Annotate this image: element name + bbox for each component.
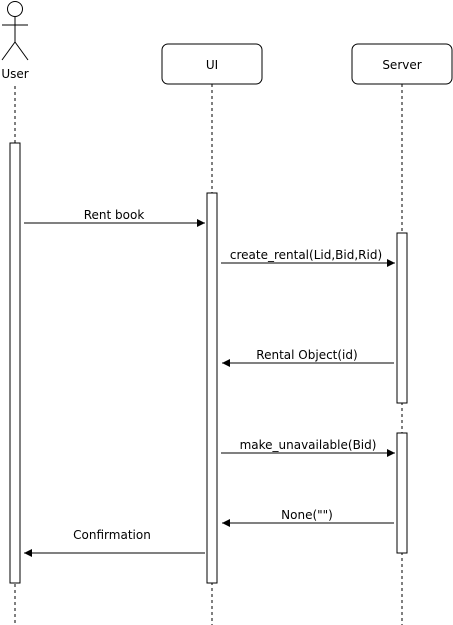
message-label-rent-book: Rent book (84, 208, 145, 222)
server-activation-bar-2 (396, 432, 408, 554)
user-actor-label: User (1, 67, 28, 81)
user-actor (1, 1, 29, 61)
message-label-rental-object: Rental Object(id) (256, 348, 357, 362)
actor-left-leg-icon (1, 41, 16, 61)
server-participant-box (351, 43, 453, 85)
actor-right-leg-icon (14, 41, 29, 61)
server-participant-label: Server (382, 58, 421, 72)
message-label-none: None("") (281, 508, 333, 522)
ui-activation-bar (206, 192, 218, 584)
message-label-confirmation: Confirmation (73, 528, 151, 542)
message-label-make-unavailable: make_unavailable(Bid) (240, 438, 377, 452)
user-activation-bar (9, 142, 21, 584)
message-label-create-rental: create_rental(Lid,Bid,Rid) (230, 248, 382, 262)
server-activation-bar-1 (396, 232, 408, 404)
actor-head-icon (7, 1, 23, 17)
ui-participant-box (161, 43, 263, 85)
ui-participant-label: UI (206, 58, 218, 72)
